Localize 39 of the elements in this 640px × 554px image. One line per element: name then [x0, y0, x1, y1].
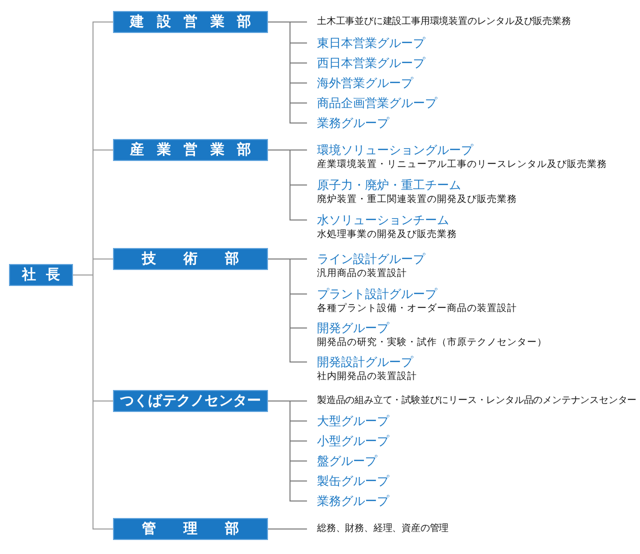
department-box: 産業営業部: [113, 139, 268, 161]
description-text: 産業環境装置・リニューアル工事のリースレンタル及び販売業務: [317, 158, 607, 172]
description-text: 総務、財務、経理、資産の管理: [307, 521, 449, 537]
group-name: 原子力・廃炉・重工チーム: [317, 177, 462, 193]
group-name: プラント設計グループ: [317, 286, 438, 302]
connector-line: [268, 400, 308, 502]
department-box: 技術部: [113, 248, 268, 270]
group-name: 開発グループ: [317, 320, 390, 336]
group-name: 業務グループ: [307, 493, 389, 509]
group-name: 盤グループ: [307, 453, 377, 469]
department-box: 建設営業部: [113, 11, 268, 33]
description-text: 水処理事業の開発及び販売業務: [317, 228, 457, 242]
group-name: 海外営業グループ: [307, 75, 413, 91]
connector-line: [268, 528, 308, 530]
group-name: 西日本営業グループ: [307, 55, 425, 71]
description-text: 開発品の研究・実験・試作（市原テクノセンター）: [317, 336, 547, 350]
description-text: 土木工事並びに建設工事用環境装置のレンタル及び販売業務: [307, 14, 571, 30]
group-name: 東日本営業グループ: [307, 35, 425, 51]
connector-line: [72, 274, 114, 530]
group-name: 開発設計グループ: [317, 354, 414, 370]
description-text: 社内開発品の装置設計: [317, 370, 417, 384]
description-text: 製造品の組み立て・試験並びにリース・レンタル品のメンテナンスセンター: [307, 393, 637, 409]
description-text: 廃炉装置・重工関連装置の開発及び販売業務: [317, 193, 517, 207]
group-name: ライン設計グループ: [317, 251, 425, 267]
group-name: 小型グループ: [307, 433, 389, 449]
description-text: 各種プラント設備・オーダー商品の装置設計: [317, 302, 517, 316]
group-name: 環境ソリューショングループ: [317, 142, 474, 158]
connector-line: [268, 150, 308, 220]
group-name: 水ソリューションチーム: [317, 212, 450, 228]
connector-line: [268, 22, 308, 124]
group-name: 大型グループ: [307, 413, 389, 429]
group-name: 業務グループ: [307, 115, 389, 131]
description-text: 汎用商品の装置設計: [317, 267, 408, 281]
group-name: 商品企画営業グループ: [307, 95, 437, 111]
department-box: つくばテクノセンター: [113, 390, 268, 412]
department-box: 管理部: [113, 518, 268, 540]
president-box: 社長: [9, 264, 73, 286]
group-name: 製缶グループ: [307, 473, 389, 489]
connector-line: [268, 258, 308, 362]
